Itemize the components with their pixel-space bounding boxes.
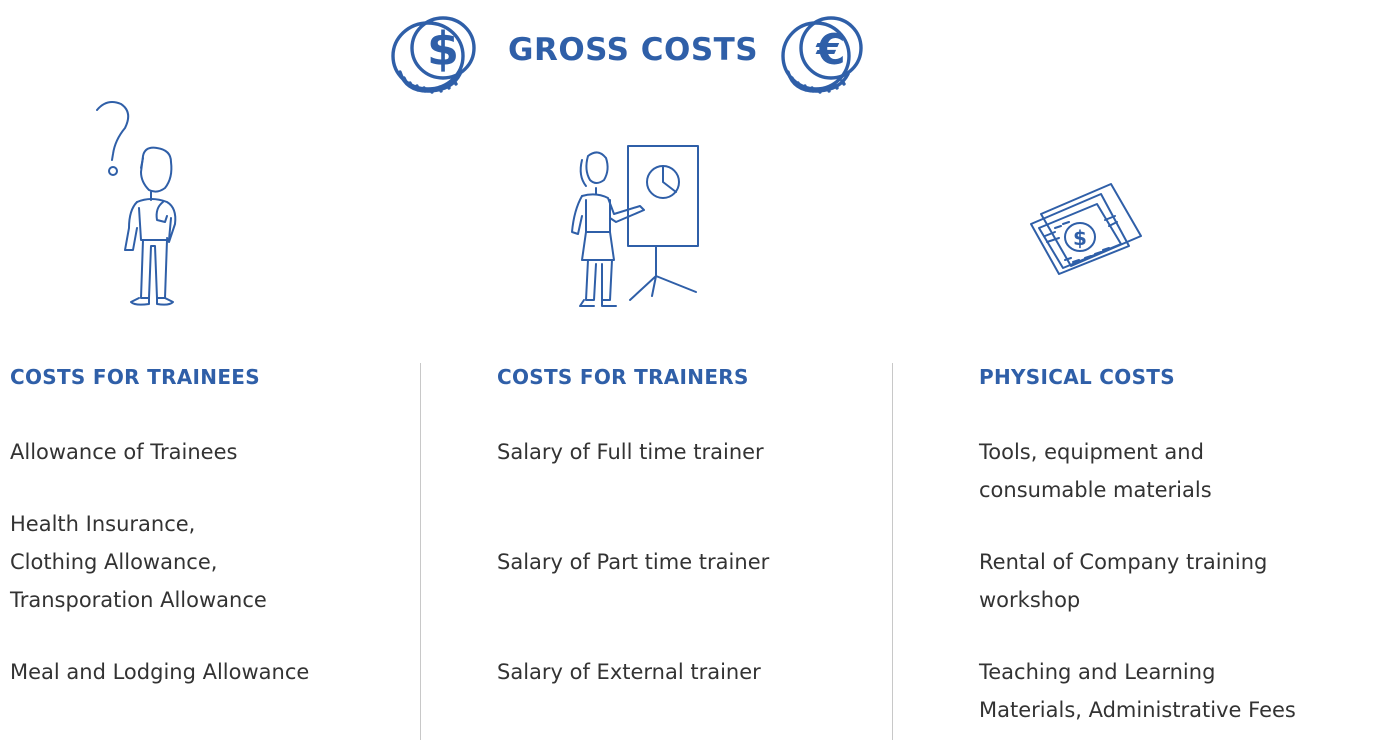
- list-item: Salary of Part time trainer: [497, 550, 770, 574]
- list-item: Rental of Company training workshop: [979, 550, 1268, 612]
- page-title: GROSS COSTS: [508, 32, 759, 68]
- column-divider-2: [892, 363, 893, 740]
- physical-costs-column: PHYSICAL COSTS Tools, equipment and cons…: [979, 363, 1369, 722]
- column-heading: COSTS FOR TRAINEES: [10, 365, 260, 389]
- costs-for-trainees-column: COSTS FOR TRAINEES Allowance of Trainees…: [10, 363, 410, 684]
- list-item: Salary of External trainer: [497, 660, 761, 684]
- list-item: Tools, equipment and consumable material…: [979, 440, 1212, 502]
- dollar-symbol: $: [427, 22, 459, 76]
- banknotes-illustration: $: [1030, 183, 1142, 275]
- list-item: Salary of Full time trainer: [497, 440, 764, 464]
- costs-for-trainers-column: COSTS FOR TRAINERS Salary of Full time t…: [497, 363, 877, 684]
- list-item: Allowance of Trainees: [10, 440, 238, 464]
- list-item: Meal and Lodging Allowance: [10, 660, 310, 684]
- presenter-flipchart-illustration: [571, 145, 699, 307]
- column-heading: COSTS FOR TRAINERS: [497, 365, 749, 389]
- euro-coin-icon: €: [781, 16, 863, 94]
- dollar-coin-icon: $: [391, 16, 476, 94]
- column-divider-1: [420, 363, 421, 740]
- list-item: Health Insurance, Clothing Allowance, Tr…: [10, 512, 267, 612]
- euro-symbol: €: [815, 25, 845, 74]
- thinking-person-illustration: [96, 101, 177, 306]
- banknote-dollar-symbol: $: [1073, 226, 1087, 250]
- column-heading: PHYSICAL COSTS: [979, 365, 1175, 389]
- list-item: Teaching and Learning Materials, Adminis…: [979, 660, 1296, 722]
